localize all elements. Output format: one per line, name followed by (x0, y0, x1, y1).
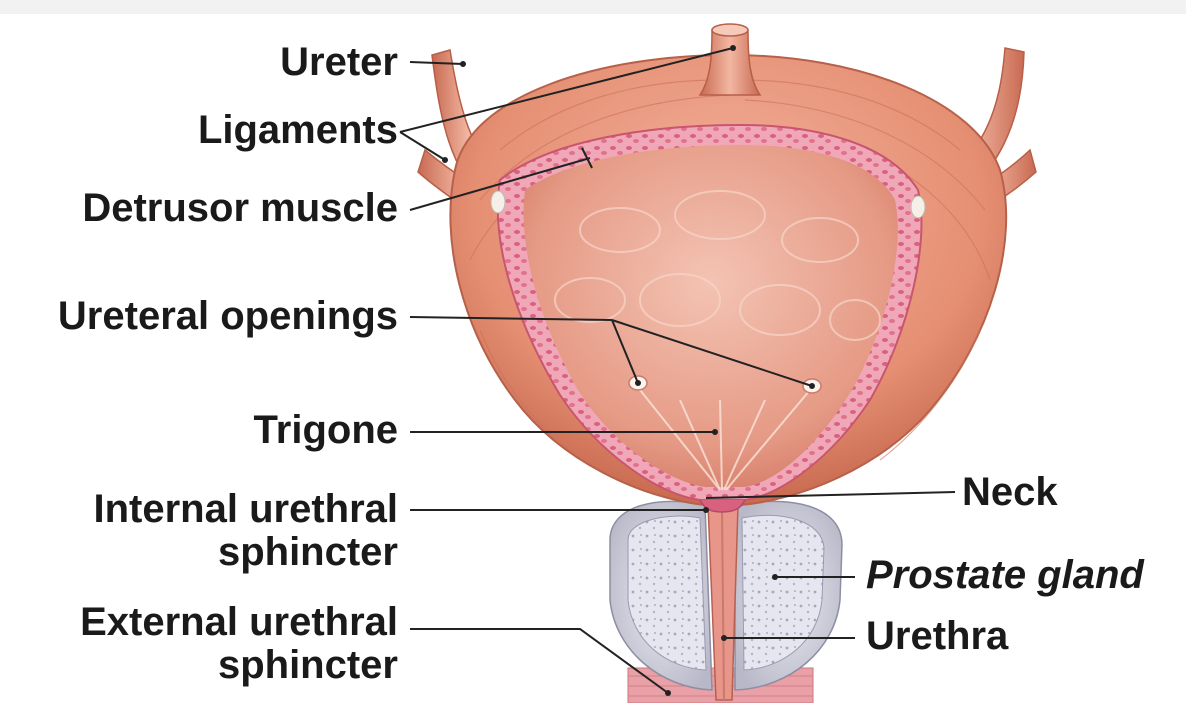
label-external-sphincter-line2: sphincter (218, 643, 398, 687)
label-ureter: Ureter (280, 40, 398, 84)
label-ligaments: Ligaments (198, 108, 398, 152)
label-detrusor-muscle: Detrusor muscle (82, 186, 398, 230)
label-internal-sphincter-line2: sphincter (218, 530, 398, 574)
leader-ureter (410, 62, 463, 64)
label-urethra: Urethra (866, 614, 1008, 658)
label-internal-sphincter-line1: Internal urethral (93, 487, 398, 531)
label-external-sphincter-line1: External urethral (80, 600, 398, 644)
label-neck: Neck (962, 470, 1058, 514)
top-strip (0, 0, 1186, 14)
label-ureteral-openings: Ureteral openings (58, 294, 398, 338)
label-trigone: Trigone (254, 408, 398, 452)
label-prostate-gland: Prostate gland (866, 553, 1144, 597)
